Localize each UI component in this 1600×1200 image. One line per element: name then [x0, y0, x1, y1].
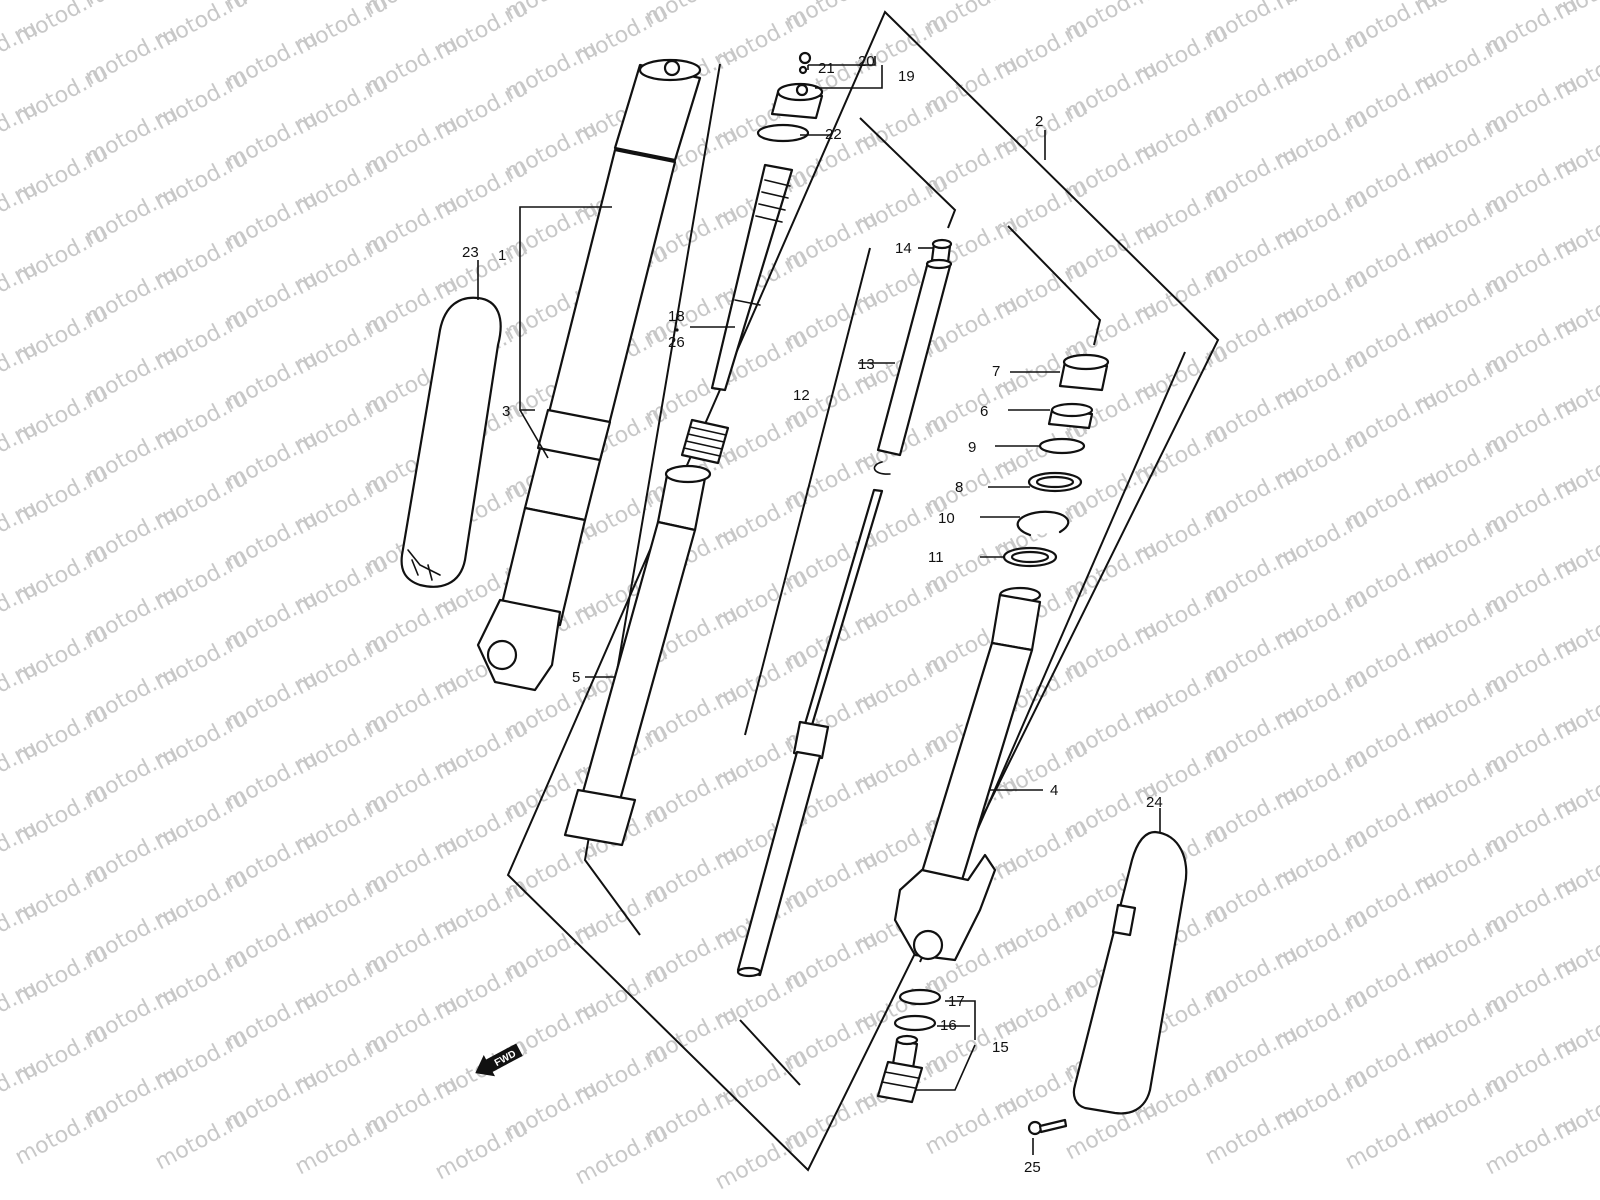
callout-12: 12: [793, 387, 810, 404]
watermark-text: motod.ru: [431, 1116, 532, 1185]
frame-inner-12b: [744, 247, 871, 736]
watermark-text: motod.ru: [11, 1101, 112, 1170]
callout-6: 6: [980, 403, 988, 420]
callout-1: 1: [498, 247, 506, 264]
callout-8: 8: [955, 479, 963, 496]
part-16-o-ring: [893, 1014, 937, 1032]
callout-22: 22: [825, 126, 842, 143]
watermark-text: motod.ru: [0, 896, 42, 965]
part-14-nut: [930, 238, 953, 264]
callout-26: 26: [668, 334, 685, 351]
watermark-text: motod.ru: [0, 416, 42, 485]
watermark-text: motod.ru: [0, 816, 42, 885]
callout-10: 10: [938, 510, 955, 527]
callout-19: 19: [898, 68, 915, 85]
part-25-screw: [1027, 1118, 1068, 1136]
part-8-oil-seal: [1027, 471, 1083, 493]
callout-16: 16: [940, 1017, 957, 1034]
leader-lines: [477, 56, 1161, 1155]
callout-9: 9: [968, 439, 976, 456]
watermark-text: motod.ru: [711, 1126, 812, 1195]
callout-18-26-dot: [675, 328, 679, 332]
callout-24: 24: [1146, 794, 1163, 811]
callout-13: 13: [858, 356, 875, 373]
watermark-text: motod.ru: [1481, 1111, 1582, 1180]
watermark-text: motod.ru: [291, 1111, 392, 1180]
callout-11: 11: [928, 549, 944, 566]
part-19-cap-bolt: [770, 51, 824, 120]
watermark-text: motod.ru: [0, 176, 42, 245]
part-5-inner-tube: [563, 464, 712, 847]
watermark-text: motod.ru: [0, 0, 42, 5]
seal-stack: [1002, 353, 1110, 568]
part-spring-coil: [680, 418, 730, 465]
watermark-text: motod.ru: [921, 1091, 1022, 1160]
part-1-outer-tube: [476, 58, 702, 692]
part-22-o-ring: [756, 123, 810, 143]
part-13-cartridge-tube: [876, 258, 953, 457]
callout-15: 15: [992, 1039, 1009, 1056]
part-10-stopper-ring: [1016, 510, 1070, 537]
callout-5: 5: [572, 669, 580, 686]
watermark-text: motod.ru: [0, 16, 42, 85]
part-7-bushing: [1058, 353, 1110, 392]
frame-inner-4: [1007, 225, 1102, 346]
watermark-text: motod.ru: [0, 576, 42, 645]
callout-18: 18: [668, 308, 685, 325]
part-6-bushing: [1047, 402, 1094, 430]
part-9-washer: [1038, 437, 1086, 455]
callout-20: 20: [858, 53, 875, 70]
part-15-base-valve: [876, 1034, 924, 1104]
watermark-text: motod.ru: [0, 256, 42, 325]
part-24-fork-guard-right: [1072, 830, 1188, 1115]
watermark-text: motod.ru: [1341, 1106, 1442, 1175]
watermark-text: motod.ru: [0, 96, 42, 165]
frame-inner-12c: [739, 1019, 801, 1086]
callout-21: 21: [818, 60, 835, 77]
callout-3: 3: [502, 403, 510, 420]
watermark-text: motod.ru: [571, 1121, 672, 1190]
watermark-text: motod.ru: [0, 976, 42, 1045]
callout-25: 25: [1024, 1159, 1041, 1176]
callout-17: 17: [948, 993, 965, 1010]
frame-inner-12: [859, 117, 957, 229]
part-23-fork-guard-left: [400, 296, 502, 588]
part-clip: [873, 461, 891, 475]
callout-4: 4: [1050, 782, 1058, 799]
watermark-text: motod.ru: [0, 336, 42, 405]
callout-23: 23: [462, 244, 479, 261]
watermark-text: motod.ru: [1201, 1101, 1302, 1170]
callout-7: 7: [992, 363, 1000, 380]
watermark-text: motod.ru: [0, 496, 42, 565]
frame-inner-5: [583, 63, 721, 936]
callout-14: 14: [895, 240, 912, 257]
watermark-text: motod.ru: [0, 1056, 42, 1125]
part-12-damper-rod-assembly: [736, 488, 884, 978]
part-18-damper-rod: [710, 163, 794, 392]
watermark-text: motod.ru: [151, 1106, 252, 1175]
watermark-text: motod.ru: [0, 736, 42, 805]
part-4-outer-tube: [893, 586, 1042, 962]
callout-2: 2: [1035, 113, 1043, 130]
part-11-dust-seal: [1002, 546, 1058, 568]
callouts: 1 2 3 4 5 6 7 8 9 10 11 12 13 14 15 16 1…: [462, 53, 1163, 1176]
frame-outer-2: [506, 10, 1220, 1172]
part-17-o-ring: [898, 988, 942, 1006]
fwd-arrow-icon: [475, 1043, 523, 1077]
watermark-text: motod.ru: [0, 656, 42, 725]
